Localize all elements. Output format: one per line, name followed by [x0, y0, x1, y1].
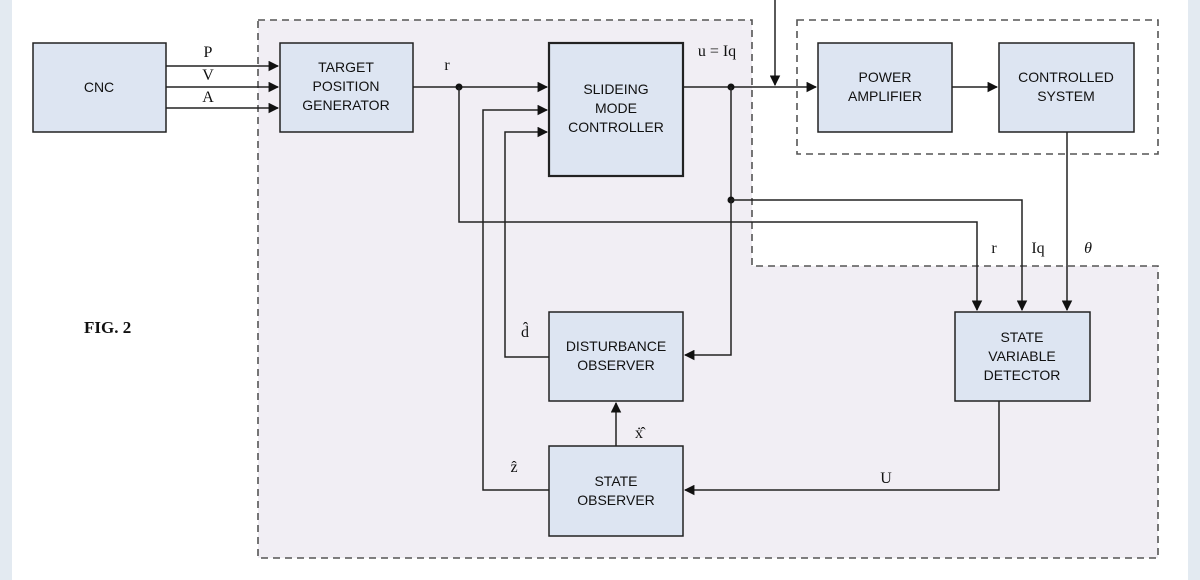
u-to-disturbance-observer-wire [683, 200, 732, 361]
state-observer-block [548, 445, 684, 537]
plant-boundary [796, 19, 1159, 155]
r-to-detector-wire [458, 87, 983, 312]
u-big-to-state-observer-wire [683, 401, 1000, 496]
x-dot-hat-label: ẋ̂ [635, 425, 646, 442]
detector-label-3: DETECTOR [984, 367, 1061, 383]
power-amplifier-label-2: AMPLIFIER [848, 88, 922, 104]
smc-label-3: CONTROLLER [568, 119, 664, 135]
disturbance-observer-label-2: OBSERVER [577, 357, 655, 373]
r-detector-label: r [991, 240, 997, 257]
controlled-system-label-2: SYSTEM [1037, 88, 1095, 104]
power-amplifier-label-1: POWER [859, 69, 912, 85]
target-generator-label-3: GENERATOR [302, 97, 389, 113]
state-observer-label-1: STATE [594, 473, 637, 489]
p-signal-label: P [204, 44, 213, 61]
disturbance-observer-label-1: DISTURBANCE [566, 338, 666, 354]
z-hat-label: ẑ [510, 459, 517, 476]
d-hat-feedback-wire [504, 126, 549, 358]
sliding-mode-controller-block [547, 41, 685, 178]
smc-label-2: MODE [595, 100, 637, 116]
state-observer-label-2: OBSERVER [577, 492, 655, 508]
figure-label: FIG. 2 [84, 318, 131, 337]
iq-to-detector-wire [731, 199, 1028, 312]
target-generator-label-2: POSITION [313, 78, 380, 94]
controlled-system-label-1: CONTROLLED [1018, 69, 1114, 85]
z-hat-feedback-wire [482, 104, 549, 491]
disturbance-observer-block [548, 311, 684, 402]
smc-label-1: SLIDEING [583, 81, 648, 97]
u-iq-label: u = Iq [698, 43, 736, 60]
theta-label: θ [1084, 240, 1092, 257]
target-position-generator-block [279, 42, 414, 133]
state-variable-detector-block [954, 311, 1091, 402]
a-signal-label: A [202, 89, 214, 106]
cnc-block [32, 42, 167, 133]
d-hat-label: d̂ [521, 321, 529, 341]
v-signal-label: V [202, 67, 214, 84]
controller-boundary [257, 19, 1159, 559]
iq-detector-label: Iq [1031, 240, 1044, 257]
power-amplifier-block [817, 42, 953, 133]
target-generator-label-1: TARGET [318, 59, 374, 75]
detector-label-2: VARIABLE [988, 348, 1055, 364]
cnc-label: CNC [84, 79, 114, 95]
r-signal-label: r [444, 57, 450, 74]
u-big-label: U [880, 470, 892, 487]
detector-label-1: STATE [1000, 329, 1043, 345]
